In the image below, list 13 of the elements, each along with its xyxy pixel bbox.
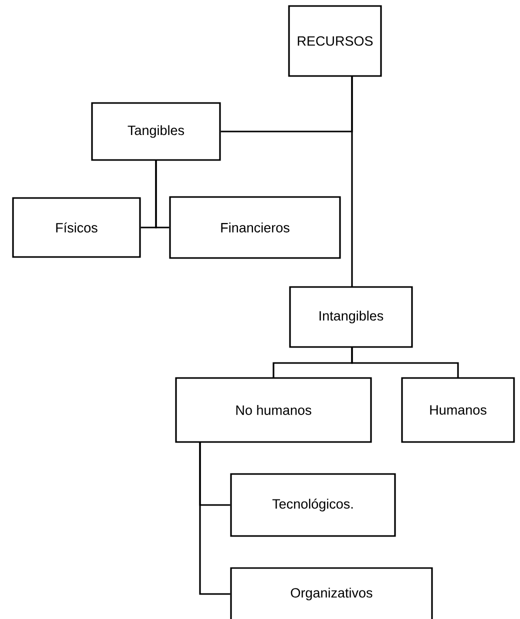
connector-line (199, 442, 230, 595)
box: Físicos (12, 197, 141, 258)
box: RECURSOS (288, 5, 382, 77)
box: Tangibles (91, 102, 221, 161)
box: Tecnológicos. (230, 473, 396, 537)
connector-line (155, 160, 170, 228)
box: Intangibles (289, 286, 413, 348)
connector-line (351, 347, 459, 378)
connector-line (351, 76, 353, 287)
box: Humanos (401, 377, 515, 443)
box: Financieros (169, 196, 341, 259)
box: No humanos (175, 377, 372, 443)
box: Organizativos (230, 567, 433, 619)
